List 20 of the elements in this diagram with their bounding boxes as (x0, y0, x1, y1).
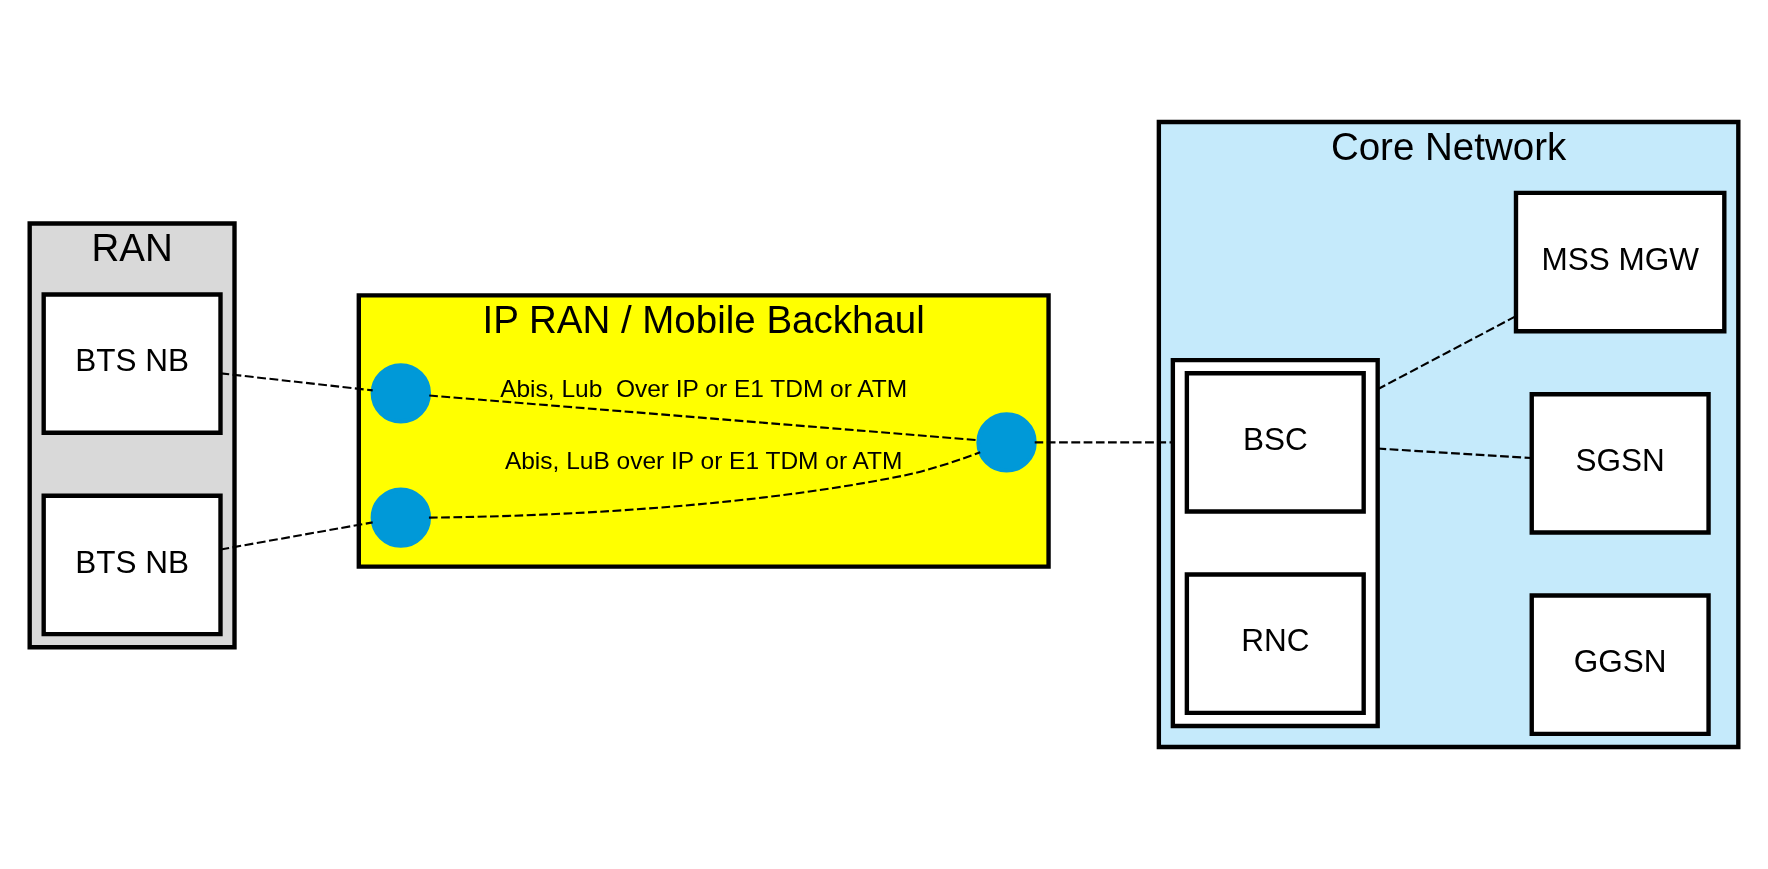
connector (1377, 315, 1517, 391)
node-box: BSC (1184, 371, 1366, 514)
node-circle (370, 363, 431, 424)
cluster (1170, 357, 1380, 729)
node-box: BTS NB (41, 493, 223, 637)
edge-label: Abis, LuB over IP or E1 TDM or ATM (504, 446, 903, 474)
node-box: RNC (1184, 572, 1366, 716)
node-circle (370, 487, 431, 548)
connector (1377, 447, 1532, 460)
connector (220, 372, 373, 392)
connector (220, 521, 373, 551)
node-box: SGSN (1529, 392, 1711, 535)
node-box: GGSN (1529, 593, 1711, 737)
edge-label: Abis, Lub Over IP or E1 TDM or ATM (500, 375, 908, 403)
connector (429, 394, 979, 442)
connector (428, 451, 981, 519)
connector (1034, 441, 1173, 444)
node-box: BTS NB (41, 292, 223, 435)
node-box: MSS MGW (1513, 190, 1727, 334)
node-circle (976, 412, 1037, 473)
